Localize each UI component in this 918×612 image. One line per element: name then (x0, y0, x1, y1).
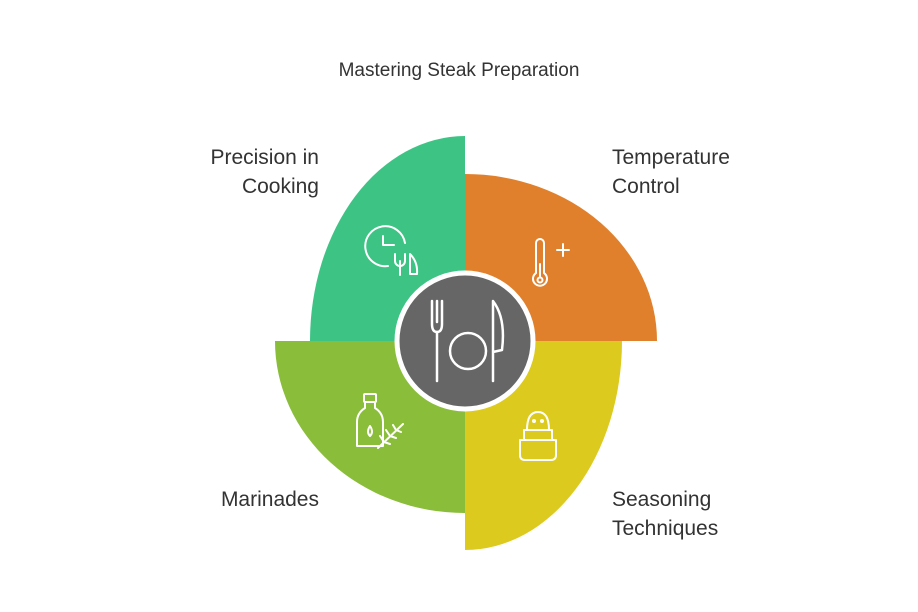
label-seasoning-techniques: Seasoning Techniques (612, 485, 718, 543)
oil-bottle-herb-icon (356, 393, 404, 449)
label-line: Precision in (210, 146, 319, 169)
label-line: Techniques (612, 517, 719, 540)
salt-shaker-icon (519, 411, 557, 461)
label-temperature-control: Temperature Control (612, 143, 730, 201)
fork-plate-knife-icon (430, 299, 505, 383)
timer-utensils-icon (364, 225, 419, 276)
label-line: Control (612, 175, 680, 198)
label-line: Seasoning (612, 488, 712, 511)
center-circle (394, 270, 536, 412)
label-precision-in-cooking: Precision in Cooking (210, 143, 319, 201)
label-line: Marinades (220, 488, 319, 511)
thermometer-plus-icon (532, 238, 570, 287)
label-marinades: Marinades (221, 485, 319, 514)
label-line: Cooking (241, 175, 319, 198)
diagram-title: Mastering Steak Preparation (338, 60, 580, 81)
label-line: Temperature (612, 146, 730, 169)
